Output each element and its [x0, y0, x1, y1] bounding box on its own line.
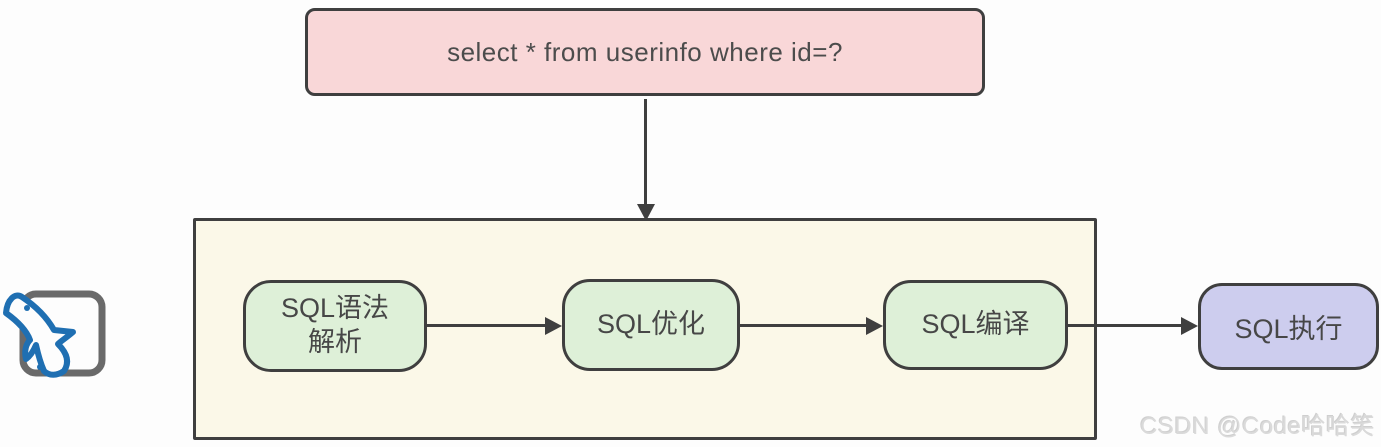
node-sql-compile-label: SQL编译	[921, 309, 1030, 340]
node-sql-execute: SQL执行	[1198, 283, 1379, 370]
arrow-query-to-engine	[644, 99, 647, 207]
dolphin-dot	[37, 364, 43, 370]
arrow-optimize-to-compile	[740, 324, 868, 327]
node-sql-optimize: SQL优化	[562, 279, 740, 371]
arrow-compile-to-execute	[1068, 324, 1183, 327]
arrow-right-head-icon	[545, 317, 562, 335]
arrow-down-head-icon	[637, 204, 655, 221]
sql-query-box: select * from userinfo where id=?	[305, 8, 985, 96]
sql-query-text: select * from userinfo where id=?	[447, 36, 843, 67]
arrow-right-head-icon	[866, 317, 883, 335]
dolphin-eye	[24, 305, 30, 311]
node-sql-compile: SQL编译	[883, 280, 1068, 370]
node-sql-execute-label: SQL执行	[1234, 314, 1343, 344]
node-sql-optimize-label: SQL优化	[596, 309, 706, 340]
dolphin-body	[3, 292, 76, 378]
node-sql-parse-label: SQL语法 解析	[280, 293, 390, 357]
arrow-right-head-icon	[1181, 317, 1198, 335]
mysql-dolphin-logo-icon	[3, 290, 106, 378]
csdn-watermark: CSDN @Code哈哈笑	[1140, 413, 1375, 440]
arrow-parse-to-optimize	[427, 324, 547, 327]
node-sql-parse: SQL语法 解析	[243, 280, 427, 372]
